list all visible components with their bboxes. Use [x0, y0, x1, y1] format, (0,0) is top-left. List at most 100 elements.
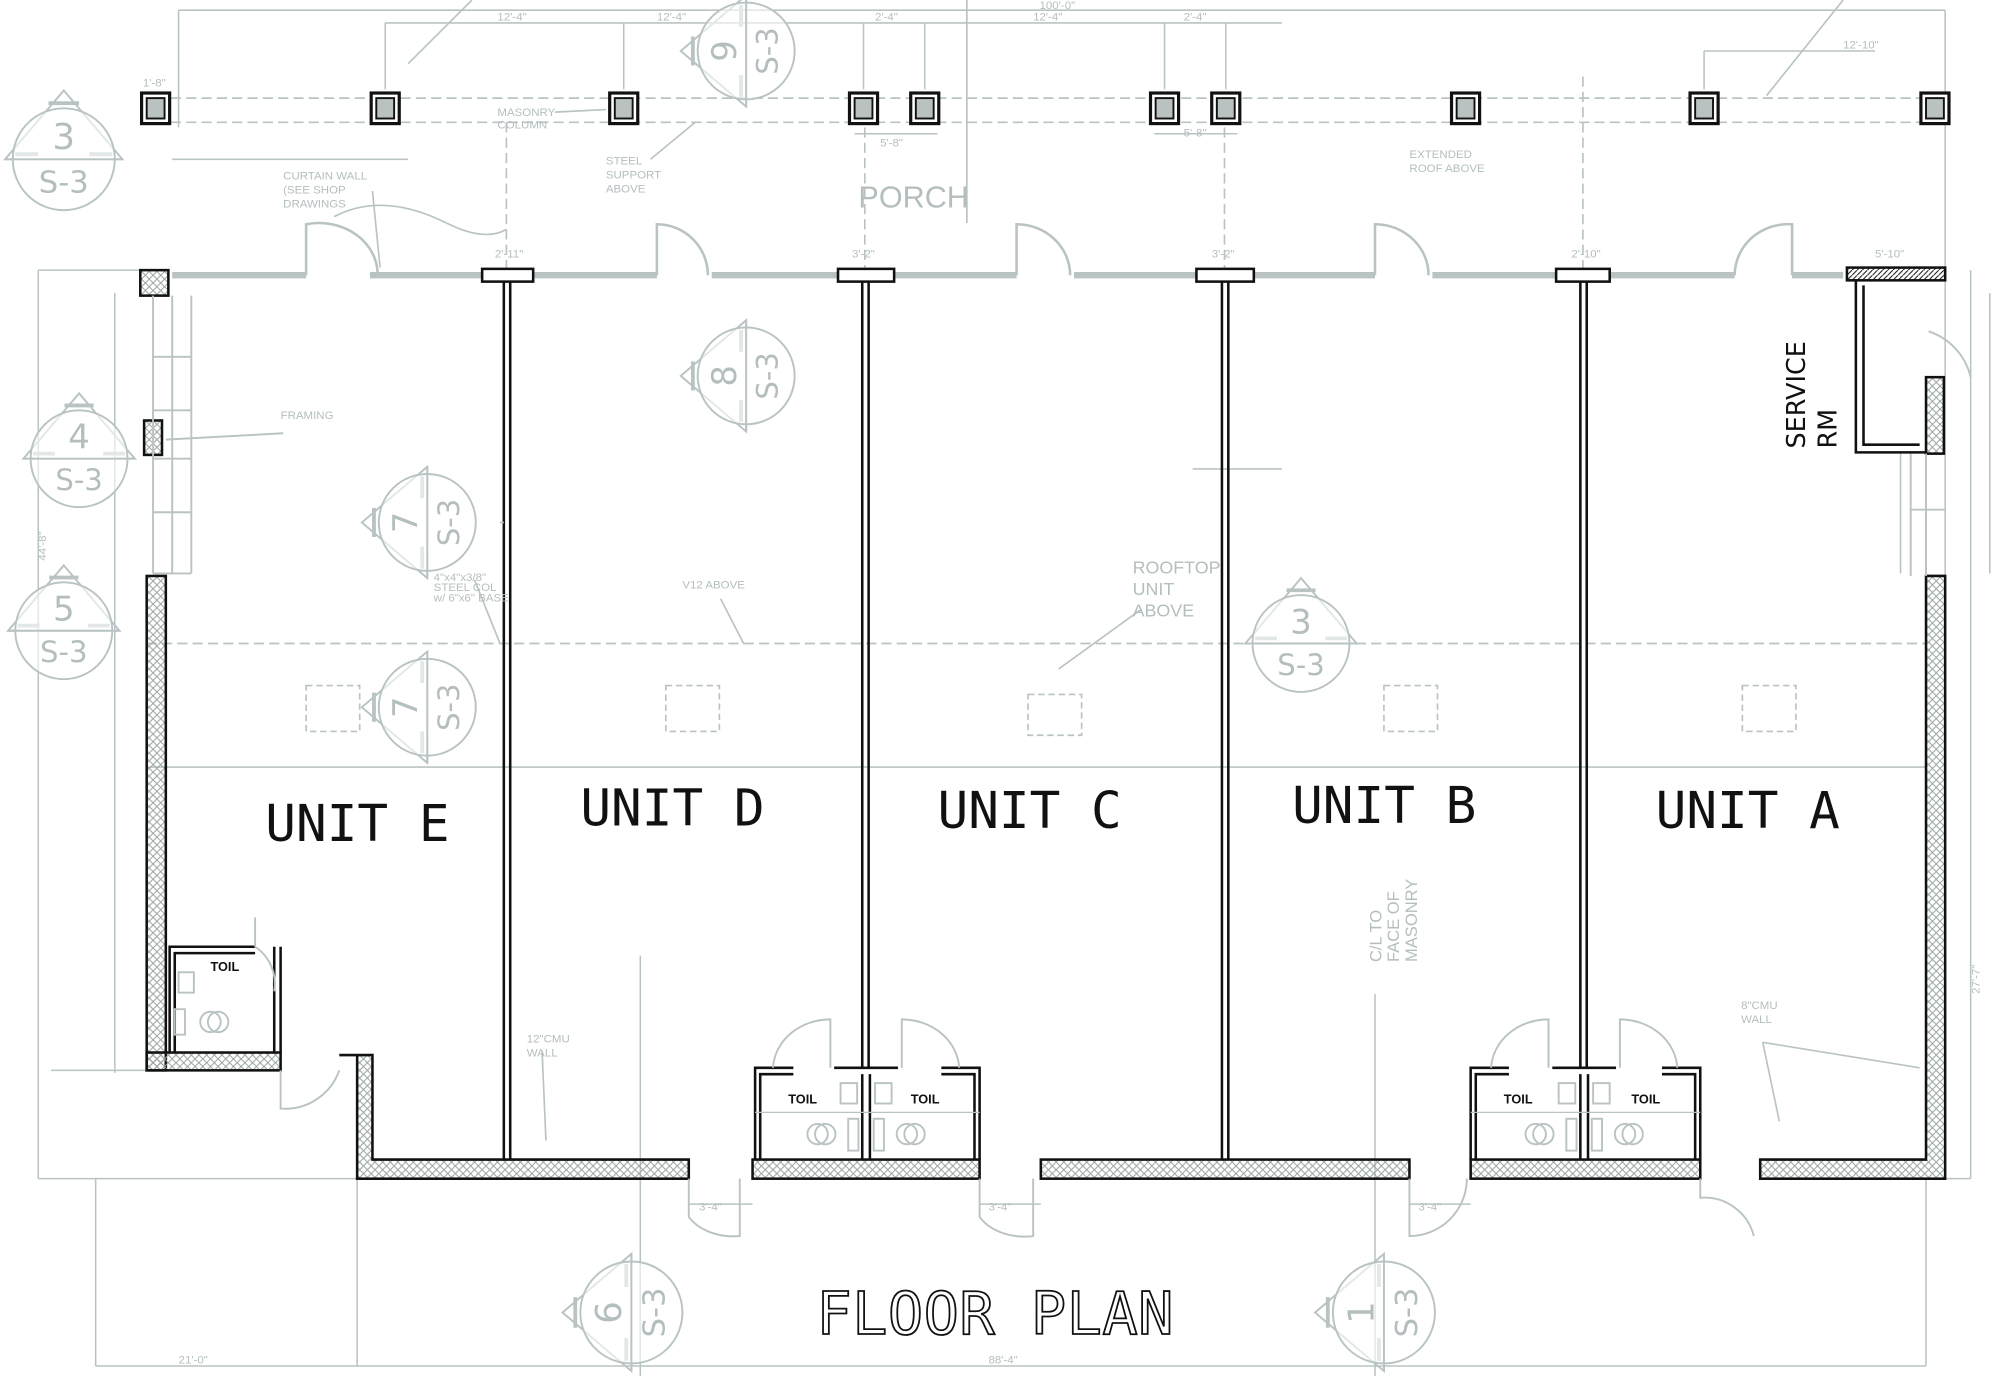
section-marker: 7 S-3	[360, 649, 477, 765]
svg-text:4"x4"x3/8": 4"x4"x3/8"	[434, 572, 486, 584]
svg-text:STEEL COL: STEEL COL	[434, 582, 497, 594]
svg-text:5'-8": 5'-8"	[1184, 127, 1207, 139]
porch-label: PORCH	[858, 181, 968, 215]
svg-text:12'-4": 12'-4"	[657, 11, 686, 23]
svg-text:DRAWINGS: DRAWINGS	[283, 199, 346, 211]
section-marker: 7 S-3	[360, 464, 477, 581]
section-marker: 5S-3	[5, 563, 122, 681]
svg-text:SUPPORT: SUPPORT	[606, 169, 661, 181]
masonry-column	[909, 91, 941, 126]
demising-walls	[502, 281, 1589, 1160]
unit-a-label: UNIT A	[1656, 782, 1840, 841]
section-marker: 3S-3	[1243, 576, 1359, 693]
toilet-label: TOIL	[1631, 1091, 1660, 1106]
drawing-title: FLOOR PLAN	[816, 1280, 1173, 1348]
unit-labels: UNIT E UNIT D UNIT C UNIT B UNIT A	[265, 777, 1840, 854]
masonry-column	[1210, 91, 1242, 126]
toilet-label: TOIL	[1504, 1091, 1533, 1106]
note-leaders	[333, 108, 1920, 1141]
rooftop-unit-outlines	[305, 684, 1797, 737]
section-sheet: S-3	[1390, 1288, 1425, 1338]
unit-b-label: UNIT B	[1292, 777, 1476, 836]
svg-text:UNIT: UNIT	[1133, 579, 1175, 599]
svg-text:TOIL: TOIL	[210, 959, 239, 974]
svg-text:2'-4": 2'-4"	[1184, 11, 1207, 23]
svg-text:5'-8": 5'-8"	[880, 138, 903, 150]
svg-text:3'-4": 3'-4"	[1418, 1202, 1441, 1214]
framing-windows	[152, 295, 1946, 576]
masonry-columns	[139, 91, 1951, 126]
svg-text:FRAMING: FRAMING	[281, 410, 334, 422]
section-number: 9	[705, 40, 744, 62]
svg-text:ROOF ABOVE: ROOF ABOVE	[1409, 163, 1485, 175]
service-room-label-line2: RM	[1814, 409, 1844, 449]
toilet-room-unit-e: TOIL	[168, 917, 341, 1110]
section-number: 3	[1290, 602, 1312, 641]
annotation-notes: MASONRY COLUMN CURTAIN WALL (SEE SHOP DR…	[281, 107, 1778, 1059]
unit-c-label: UNIT C	[938, 782, 1122, 841]
section-number: 7	[386, 696, 425, 718]
masonry-column	[369, 91, 401, 126]
svg-text:3'-4": 3'-4"	[699, 1202, 722, 1214]
svg-text:ROOFTOP: ROOFTOP	[1133, 557, 1221, 577]
section-number: 7	[386, 512, 425, 534]
svg-text:MASONRY: MASONRY	[1402, 879, 1421, 962]
section-sheet: S-3	[39, 165, 89, 200]
svg-text:100'-0": 100'-0"	[1040, 0, 1076, 12]
svg-text:5'-10": 5'-10"	[1875, 248, 1904, 260]
masonry-column	[139, 91, 172, 126]
svg-text:88'-4": 88'-4"	[989, 1354, 1018, 1366]
section-marker: 3S-3	[3, 88, 125, 212]
rear-doors	[687, 1178, 1755, 1238]
svg-text:12'-10": 12'-10"	[1843, 39, 1879, 51]
section-number: 5	[53, 590, 75, 629]
svg-text:ABOVE: ABOVE	[606, 183, 646, 195]
service-room-label: SERVICE	[1782, 341, 1812, 448]
section-sheet: S-3	[1277, 648, 1324, 682]
svg-text:MASONRY: MASONRY	[497, 107, 555, 119]
svg-text:V12 ABOVE: V12 ABOVE	[682, 580, 745, 592]
dimension-labels: 100'-0" 12'-4" 12'-4" 2'-4" 12'-4" 2'-4"…	[37, 0, 1983, 1366]
svg-text:2'-10": 2'-10"	[1571, 248, 1600, 260]
section-sheet: S-3	[751, 352, 785, 399]
svg-text:w/ 6"x6" BASE: w/ 6"x6" BASE	[433, 592, 509, 604]
svg-text:27'-7": 27'-7"	[1971, 965, 1983, 994]
svg-text:WALL: WALL	[1741, 1014, 1772, 1026]
svg-text:3'-2": 3'-2"	[1212, 248, 1235, 260]
masonry-column	[1688, 91, 1720, 126]
svg-text:2'-4": 2'-4"	[875, 11, 898, 23]
toilet-label: TOIL	[788, 1091, 817, 1106]
section-number: 4	[68, 418, 90, 457]
masonry-column	[1148, 91, 1181, 126]
section-sheet: S-3	[432, 684, 466, 731]
svg-text:12'-4": 12'-4"	[497, 11, 526, 23]
section-sheet: S-3	[432, 499, 466, 546]
svg-text:8"CMU: 8"CMU	[1741, 1000, 1778, 1012]
svg-text:3'-2": 3'-2"	[852, 248, 875, 260]
svg-text:CURTAIN WALL: CURTAIN WALL	[283, 171, 367, 183]
svg-text:COLUMN: COLUMN	[497, 120, 547, 132]
svg-text:ABOVE: ABOVE	[1133, 601, 1195, 621]
svg-text:12'-4": 12'-4"	[1033, 11, 1062, 23]
svg-text:2'-11": 2'-11"	[495, 248, 523, 260]
service-room: SERVICE RM	[1782, 266, 1972, 454]
svg-text:21'-0": 21'-0"	[179, 1354, 208, 1366]
svg-text:12"CMU: 12"CMU	[527, 1033, 570, 1045]
masonry-column	[608, 91, 640, 126]
section-sheet: S-3	[55, 463, 102, 497]
unit-d-label: UNIT D	[580, 780, 764, 839]
svg-text:EXTENDED: EXTENDED	[1409, 149, 1471, 161]
grid-lines	[146, 0, 1927, 768]
column-grid-lines	[140, 76, 1946, 645]
section-marker: 4S-3	[21, 391, 137, 509]
svg-text:1'-8": 1'-8"	[143, 78, 166, 90]
svg-text:C/L TO: C/L TO	[1366, 910, 1385, 962]
section-sheet: S-3	[40, 635, 87, 669]
exterior-masonry-walls	[139, 268, 1947, 1180]
